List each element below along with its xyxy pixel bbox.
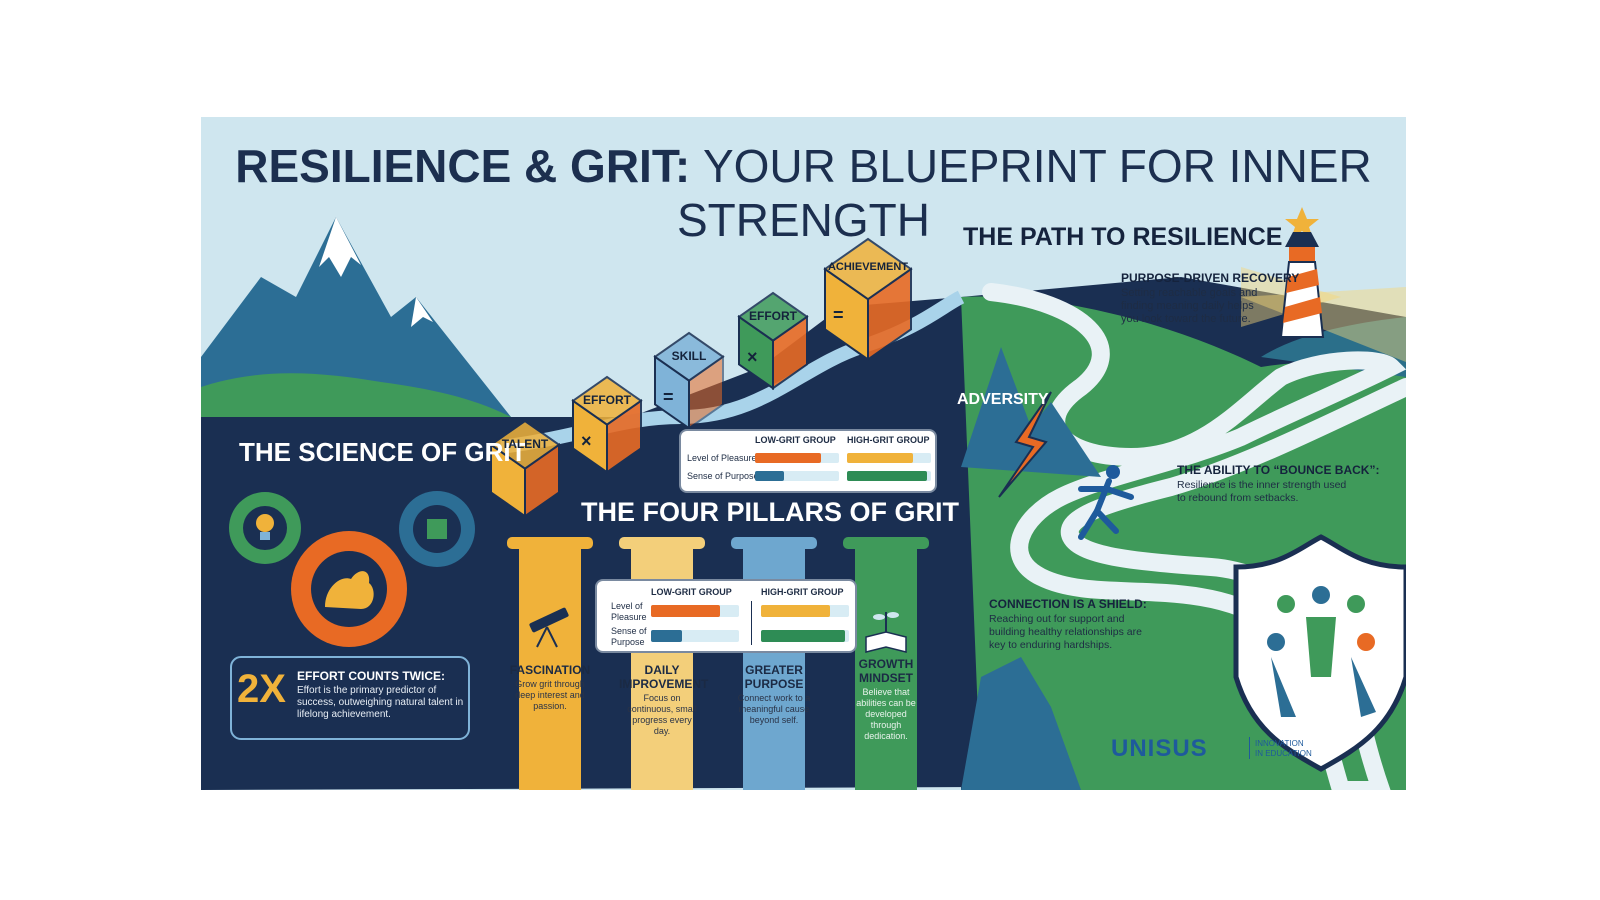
gear-puzzle-icon	[399, 491, 475, 567]
pillar-desc: Connect work to a meaningful cause beyon…	[737, 693, 811, 725]
lighthouse-icon	[1241, 207, 1406, 362]
pillars-heading: THE FOUR PILLARS OF GRIT	[581, 497, 959, 527]
cube-label-3: EFFORT	[749, 308, 797, 323]
title-light: YOUR BLUEPRINT FOR INNER STRENGTH	[677, 140, 1372, 246]
bar-fill	[651, 630, 682, 642]
telescope-icon	[529, 607, 569, 648]
brand-tagline-1: INNOVATION	[1255, 739, 1304, 748]
chart-mid-bar-high-pleasure	[761, 605, 849, 617]
adversity-label: ADVERSITY	[957, 391, 1049, 408]
chart-panel-mid: LOW-GRIT GROUP HIGH-GRIT GROUP Level of …	[595, 579, 857, 653]
chart-top-bar-high-pleasure	[847, 453, 931, 463]
brand-tagline-2: IN EDUCATION	[1255, 749, 1312, 758]
pillar-desc: Believe that abilities can be developed …	[856, 687, 916, 741]
brand-divider	[1249, 737, 1250, 759]
chart-top-bar-low-pleasure	[755, 453, 839, 463]
book-plant-icon	[865, 612, 907, 653]
pillar-growth-mindset: GROWTH MINDSET Believe that abilities ca…	[843, 657, 929, 742]
bar-fill	[651, 605, 720, 617]
chart-top-low-label: LOW-GRIT GROUP	[755, 435, 836, 445]
connection-title: CONNECTION IS A SHIELD:	[989, 597, 1147, 611]
cube-symbol-1: ×	[581, 430, 592, 451]
cube-top	[737, 291, 809, 342]
mountain-icon	[201, 217, 511, 417]
pillar-title: DAILY	[644, 663, 680, 677]
chart-top-row2: Sense of Purpose	[687, 471, 759, 481]
chart-mid-bar-low-purpose	[651, 630, 739, 642]
cube-top	[653, 331, 725, 382]
cube-symbol-2: =	[663, 386, 674, 407]
cube-top	[571, 375, 643, 426]
bar-fill	[847, 471, 927, 481]
path-heading: THE PATH TO RESILIENCE	[963, 223, 1283, 251]
bounce-text: Resilience is the inner strength used to…	[1177, 479, 1347, 504]
science-heading: THE SCIENCE OF GRIT	[239, 437, 527, 467]
pillar-title-2: IMPROVEMENT	[619, 677, 709, 691]
cube-label-1: EFFORT	[583, 392, 631, 407]
pillar-title-2: MINDSET	[859, 671, 913, 685]
bar-fill	[847, 453, 913, 463]
page-title: RESILIENCE & GRIT: YOUR BLUEPRINT FOR IN…	[201, 139, 1406, 247]
recovery-title: PURPOSE-DRIVEN RECOVERY	[1121, 271, 1300, 285]
pillar-desc: Grow grit through deep interest and pass…	[515, 679, 585, 711]
pillar-shapes	[507, 537, 929, 790]
chart-top-high-label: HIGH-GRIT GROUP	[847, 435, 930, 445]
chart-mid-low-label: LOW-GRIT GROUP	[651, 587, 732, 597]
shield-people-icon	[1233, 534, 1406, 772]
chart-top-row1: Level of Pleasure	[687, 453, 757, 463]
brand-logo: UNISUS	[1111, 735, 1208, 762]
pillar-greater-purpose: GREATER PURPOSE Connect work to a meanin…	[731, 663, 817, 726]
connection-text: Reaching out for support and building he…	[989, 613, 1142, 651]
pillar-daily-improvement: DAILY IMPROVEMENT Focus on continuous, s…	[619, 663, 709, 737]
chart-divider	[751, 601, 752, 645]
chart-mid-row2a: Sense of	[611, 626, 647, 636]
pillar-title-2: PURPOSE	[744, 677, 804, 691]
bar-fill	[755, 471, 785, 481]
bounce-title: THE ABILITY TO “BOUNCE BACK”:	[1177, 463, 1380, 477]
pillar-title: GROWTH	[858, 657, 914, 671]
cube-top	[489, 419, 561, 470]
cube-symbol-4: =	[833, 305, 844, 326]
bar-fill	[755, 453, 821, 463]
pillar-title: GREATER	[745, 663, 803, 677]
lightning-icon	[998, 391, 1052, 498]
chart-mid-high-label: HIGH-GRIT GROUP	[761, 587, 844, 597]
background-scene	[201, 117, 1406, 790]
pillar-fascination: FASCINATION Grow grit through deep inter…	[507, 663, 593, 712]
chart-top-bar-high-purpose	[847, 471, 931, 481]
cube-top	[823, 237, 913, 301]
runner-icon	[1078, 465, 1134, 540]
callout-title: EFFORT COUNTS TWICE:	[297, 669, 445, 683]
chart-mid-bar-low-pleasure	[651, 605, 739, 617]
cube-label-4: ACHIEVEMENT	[827, 261, 909, 274]
chart-top-bar-low-purpose	[755, 471, 839, 481]
chart-panel-top: LOW-GRIT GROUP HIGH-GRIT GROUP Level of …	[679, 429, 937, 493]
recovery-text: Setting reachable goals and finding mean…	[1121, 287, 1258, 325]
chart-mid-row2b: Purpose	[611, 637, 645, 647]
cube-staircase	[489, 237, 913, 519]
bar-fill	[761, 605, 830, 617]
gear-lightbulb-icon	[229, 492, 301, 564]
pillar-title: FASCINATION	[509, 663, 591, 677]
cube-label-0: TALENT	[501, 436, 549, 451]
callout-text: Effort is the primary predictor of succe…	[297, 685, 464, 720]
infographic-card: RESILIENCE & GRIT: YOUR BLUEPRINT FOR IN…	[201, 117, 1406, 790]
title-bold: RESILIENCE & GRIT:	[235, 140, 691, 192]
chart-mid-bar-high-purpose	[761, 630, 849, 642]
gear-muscle-icon	[291, 531, 407, 647]
callout-big-number: 2X	[237, 667, 286, 711]
chart-mid-row1b: Pleasure	[611, 612, 647, 622]
bar-fill	[761, 630, 845, 642]
chart-mid-row1a: Level of	[611, 601, 643, 611]
pillar-desc: Focus on continuous, small progress ever…	[627, 693, 697, 736]
cube-symbol-3: ×	[747, 346, 758, 367]
cube-label-2: SKILL	[671, 348, 707, 363]
brand-tagline: INNOVATION IN EDUCATION	[1255, 739, 1312, 759]
